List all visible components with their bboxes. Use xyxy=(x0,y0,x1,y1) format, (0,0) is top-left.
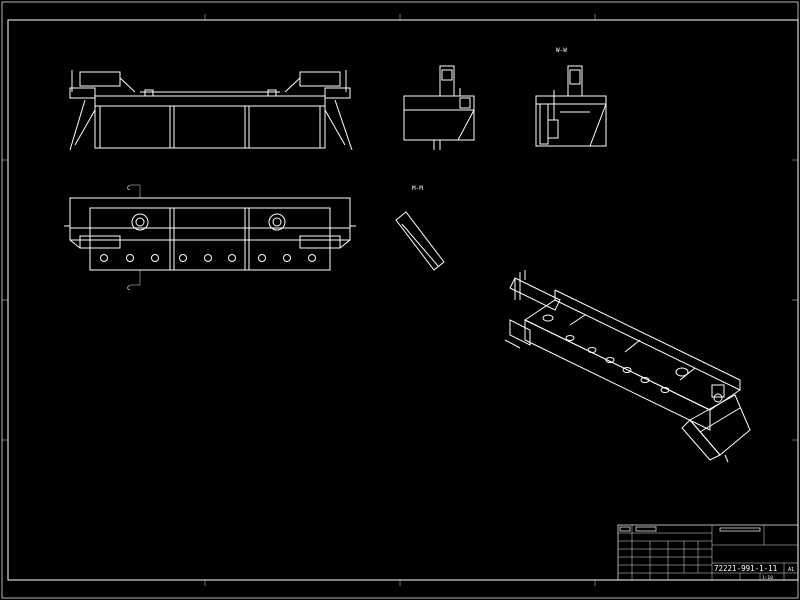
sheet-size: A1 xyxy=(788,567,794,573)
title-block xyxy=(617,524,799,581)
section-marker-bottom: C xyxy=(127,285,131,292)
section-label-w: W-W xyxy=(556,47,567,54)
section-view-m xyxy=(395,211,445,271)
zone-ticks xyxy=(2,14,798,586)
plan-view xyxy=(64,184,356,286)
front-view xyxy=(69,70,353,151)
sheet-inner-border xyxy=(7,19,799,581)
scale-note: 1:10 xyxy=(762,575,773,581)
section-view-w xyxy=(535,65,607,147)
section-marker-top: C xyxy=(127,185,131,192)
section-label-m: M-M xyxy=(412,185,423,192)
side-view xyxy=(403,65,475,150)
drawing-number: 72221-991-1-11 xyxy=(714,564,777,573)
isometric-view xyxy=(504,270,751,463)
